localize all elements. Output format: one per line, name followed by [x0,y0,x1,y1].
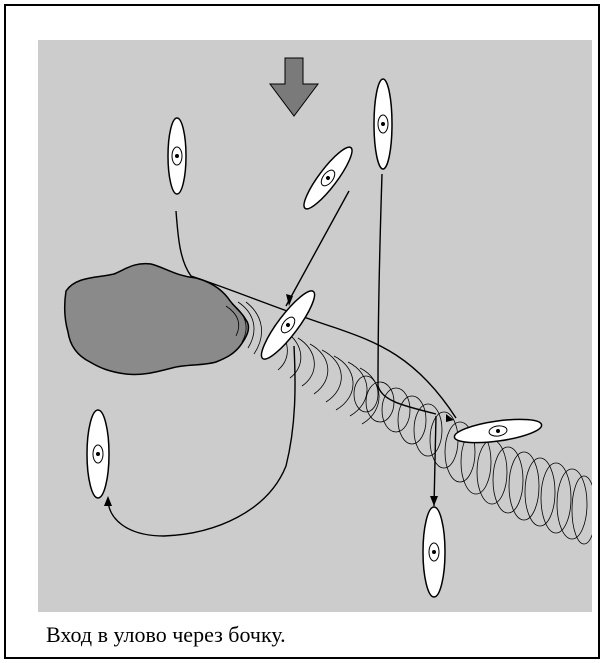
eddy-entry-diagram [38,40,592,612]
figure-caption: Вход в улово через бочку. [46,622,286,648]
figure-frame: Вход в улово через бочку. [4,4,600,659]
